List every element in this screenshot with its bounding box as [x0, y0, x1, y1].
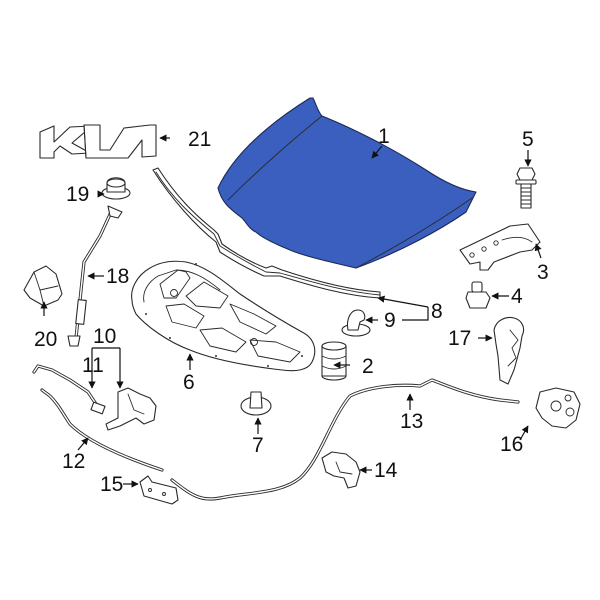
- hood-panel-part[interactable]: [217, 97, 477, 269]
- callout-9[interactable]: 9: [384, 309, 396, 332]
- seal-clip-part[interactable]: [341, 309, 371, 337]
- callout-14[interactable]: 14: [374, 459, 398, 482]
- callout-18[interactable]: 18: [106, 265, 129, 288]
- front-cable-part[interactable]: [40, 388, 164, 472]
- callout-labels: 1 2 3 4 5 6 7 8 9 10 11 12 13 14 15 16 1…: [34, 125, 549, 496]
- callout-16[interactable]: 16: [500, 433, 523, 456]
- callout-3[interactable]: 3: [537, 261, 549, 284]
- callout-4[interactable]: 4: [511, 285, 523, 308]
- callout-10[interactable]: 10: [93, 325, 116, 348]
- hinge-bolt-part[interactable]: [515, 167, 537, 209]
- prop-rod-part[interactable]: [67, 205, 123, 347]
- callout-2[interactable]: 2: [362, 355, 374, 378]
- callout-19[interactable]: 19: [66, 183, 89, 206]
- bumper-stop-part[interactable]: [321, 341, 347, 381]
- callout-1[interactable]: 1: [378, 125, 390, 148]
- callout-7[interactable]: 7: [252, 434, 264, 457]
- insulator-pad-part[interactable]: [131, 260, 316, 372]
- callout-leaders: [40, 134, 542, 488]
- callout-15[interactable]: 15: [100, 473, 123, 496]
- prop-holder-part[interactable]: [23, 265, 63, 307]
- hinge-stud-part[interactable]: [465, 281, 491, 309]
- callout-11[interactable]: 11: [82, 354, 104, 377]
- latch-assembly-part[interactable]: [105, 387, 157, 431]
- hood-seal-part[interactable]: [152, 167, 381, 299]
- release-lever-part[interactable]: [493, 316, 525, 385]
- hood-hinge-part[interactable]: [459, 223, 541, 271]
- callout-17[interactable]: 17: [448, 327, 471, 350]
- switch-wire-part[interactable]: [32, 364, 106, 415]
- retainer-clip-part[interactable]: [240, 391, 272, 416]
- grommet-part[interactable]: [101, 177, 131, 200]
- cable-bracket-part[interactable]: [321, 451, 361, 489]
- callout-12[interactable]: 12: [62, 450, 85, 473]
- callout-21[interactable]: 21: [188, 128, 211, 151]
- kia-emblem-part[interactable]: [39, 124, 157, 159]
- callout-20[interactable]: 20: [34, 328, 57, 351]
- callout-13[interactable]: 13: [400, 410, 423, 433]
- handle-bracket-part[interactable]: [139, 475, 179, 505]
- callout-6[interactable]: 6: [183, 371, 195, 394]
- release-handle-part[interactable]: [535, 387, 581, 429]
- hood-panel-shape: [217, 97, 477, 269]
- callout-8[interactable]: 8: [431, 300, 443, 323]
- callout-5[interactable]: 5: [522, 128, 534, 151]
- rear-cable-part[interactable]: [170, 378, 520, 501]
